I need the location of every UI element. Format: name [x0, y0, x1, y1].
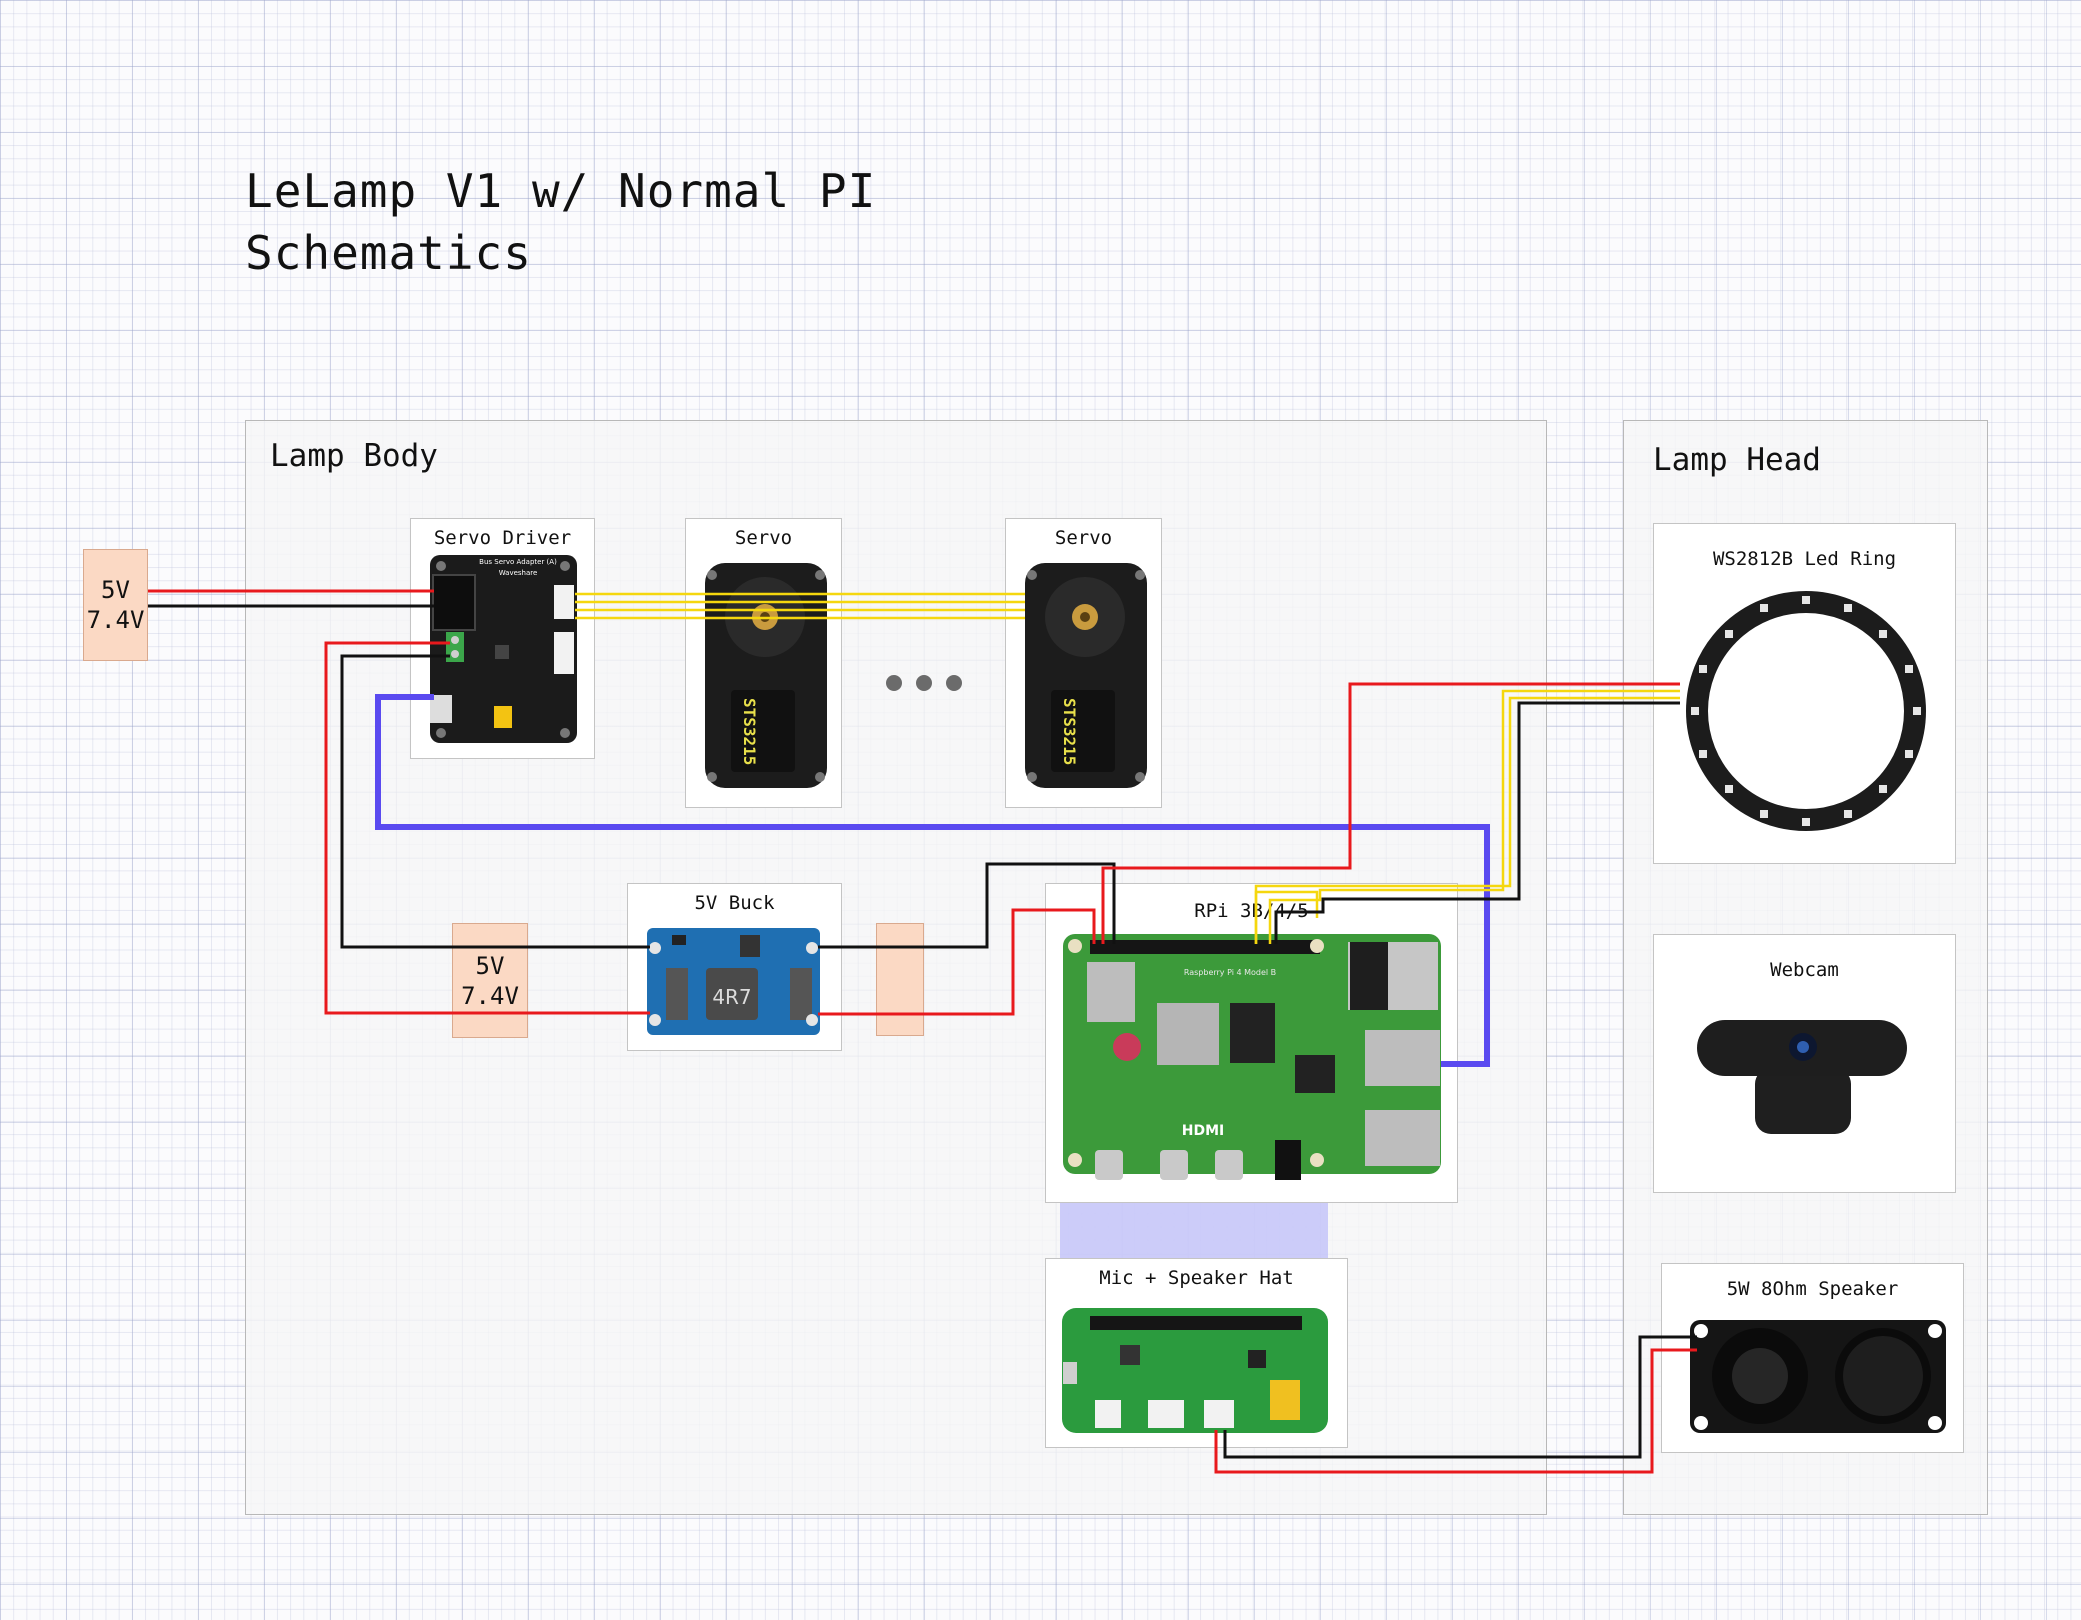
lamp-body-label: Lamp Body: [270, 438, 438, 474]
led-ground-wire: [1274, 701, 1680, 944]
external-power-volt-2: 7.4V: [86, 606, 145, 634]
buck-input-volt-2: 7.4V: [461, 981, 519, 1010]
webcam-label: Webcam: [1770, 959, 1839, 981]
servo-label-1: Servo: [734, 527, 793, 549]
led-ring-label: WS2812B Led Ring: [1712, 548, 1897, 570]
audio-hat-board-icon: [1062, 1308, 1328, 1433]
buck-converter-icon: 4R7: [647, 928, 820, 1035]
title-line-2: Schematics: [245, 226, 532, 280]
external-power-source: 5V 7.4V: [83, 549, 148, 661]
webcam-icon: [1697, 1020, 1907, 1134]
speaker-icon: [1690, 1320, 1946, 1433]
speaker-label: 5W 8Ohm Speaker: [1726, 1278, 1899, 1300]
led-data-wire-2: [1268, 689, 1680, 944]
mic-hat-label: Mic + Speaker Hat: [1099, 1267, 1294, 1289]
external-power-volt-1: 5V: [101, 576, 130, 604]
servo-label-2: Servo: [1054, 527, 1113, 549]
servo-motor-icon: STS3215: [1025, 563, 1147, 788]
driver-to-buck-ground-wire: [340, 654, 650, 949]
led-power-wire: [1101, 682, 1680, 944]
lamp-head-label: Lamp Head: [1653, 442, 1821, 478]
buck-to-rpi-ground-wire: [818, 862, 1116, 949]
speaker-ground-wire: [1223, 1335, 1697, 1459]
buck-output-power-block: [876, 923, 924, 1036]
driver-to-buck-power-wire: [324, 641, 650, 1015]
buck-input-volt-1: 5V: [475, 951, 505, 980]
buck-input-power-source: 5V 7.4V: [452, 923, 528, 1038]
servo-1-model: STS3215: [740, 698, 759, 765]
rpi-hat-connector: [1060, 1203, 1328, 1258]
title-line-1: LeLamp V1 w/ Normal PI: [245, 164, 877, 218]
rpi-hdmi-text: HDMI: [1182, 1123, 1224, 1139]
buck-inductor-label: 4R7: [712, 985, 751, 1009]
servo-2-model: STS3215: [1060, 698, 1079, 765]
speaker-power-wire: [1214, 1348, 1697, 1474]
diagram-title: LeLamp V1 w/ Normal PI Schematics: [245, 160, 876, 284]
servo-driver-label: Servo Driver: [433, 527, 572, 549]
raspberry-pi-board-icon: Raspberry Pi 4 Model B HDMI: [1063, 934, 1441, 1180]
led-data-wire-3: [1254, 696, 1680, 944]
led-ring-icon: [1686, 591, 1926, 831]
rpi-board-text: Raspberry Pi 4 Model B: [1184, 968, 1276, 977]
usb-wire: [375, 694, 1490, 1067]
servo-driver-board-text: Bus Servo Adapter (A): [479, 558, 557, 566]
servo-driver-board-icon: Bus Servo Adapter (A) Waveshare: [430, 555, 577, 743]
servo-driver-brand: Waveshare: [499, 569, 538, 577]
buck-to-rpi-power-wire: [818, 908, 1096, 1016]
buck-label: 5V Buck: [694, 892, 775, 914]
servo-motor-icon: STS3215: [705, 563, 827, 788]
rpi-label: RPi 3B/4/5: [1194, 900, 1309, 922]
